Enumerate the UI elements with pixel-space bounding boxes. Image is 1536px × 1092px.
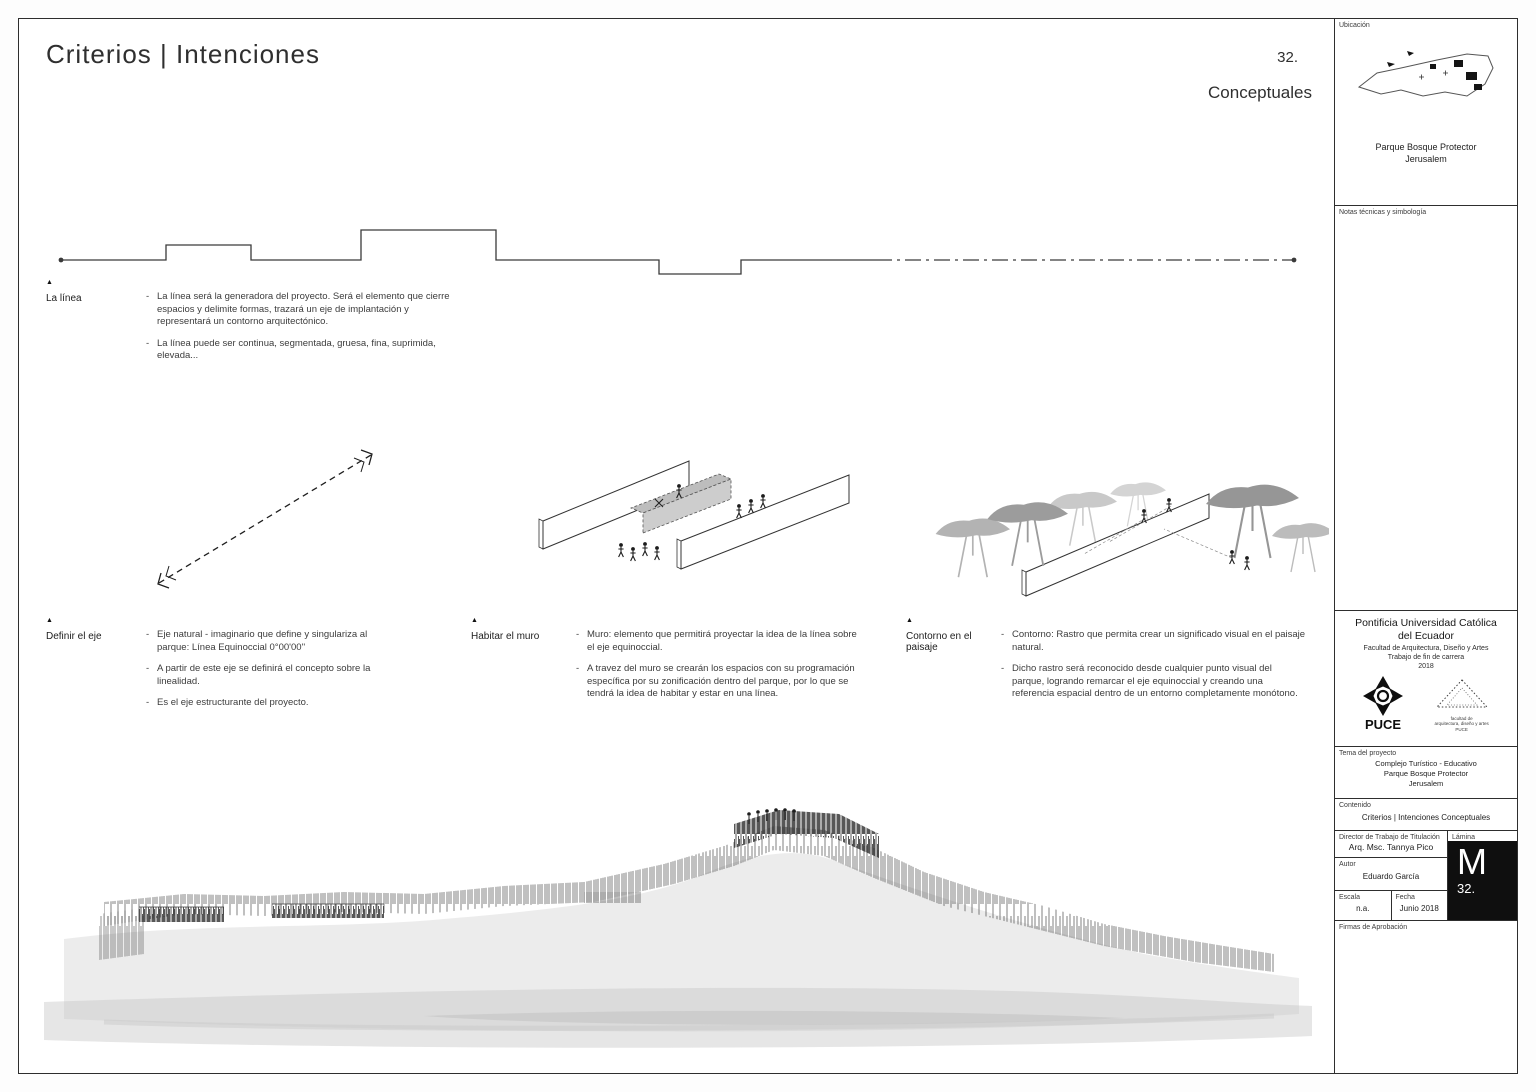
fecha-label: Fecha xyxy=(1395,894,1415,901)
section-label-definir-eje: Definir el eje xyxy=(46,631,102,642)
site-profile-line-drawing xyxy=(58,229,1297,275)
escala-cell: Escala n.a. xyxy=(1335,891,1392,920)
section-marker-icon: ▲ xyxy=(906,617,913,624)
location-map xyxy=(1357,51,1494,97)
section-label-contorno: Contorno en el paisaje xyxy=(906,631,972,653)
degree-work: Trabajo de fin de carrera xyxy=(1387,654,1465,662)
escala-fecha-row: Escala n.a. Fecha Junio 2018 xyxy=(1335,891,1447,920)
ubicacion-section: Ubicación Parque Bosque Protector Jerusa… xyxy=(1335,19,1517,206)
sheet-letter: M xyxy=(1457,841,1487,882)
page-subtitle: Conceptuales xyxy=(1208,83,1312,102)
escala-value: n.a. xyxy=(1356,904,1370,913)
director-name: Arq. Msc. Tannya Pico xyxy=(1348,842,1434,852)
faculty-logo-caption: facultad de arquitectura, diseño y artes… xyxy=(1434,716,1489,732)
logos-row: PUCE facultad de arquitectura, diseño y … xyxy=(1335,674,1517,732)
contorno-bullets: Contorno: Rastro que permita crear un si… xyxy=(1001,629,1306,701)
bullet-item: A travez del muro se crearán los espacio… xyxy=(576,663,861,701)
contenido-label: Contenido xyxy=(1339,802,1371,809)
inhabit-wall-diagram xyxy=(538,460,850,570)
bullet-item: Eje natural - imaginario que define y si… xyxy=(146,629,386,654)
definir-eje-bullets: Eje natural - imaginario que define y si… xyxy=(146,629,386,710)
firmas-section: Firmas de Aprobación xyxy=(1335,921,1517,1073)
ubicacion-label: Ubicación xyxy=(1339,22,1370,29)
autor-cell: Autor Eduardo García xyxy=(1335,858,1447,891)
credits-left-column: Director de Trabajo de Titulación Arq. M… xyxy=(1335,831,1448,920)
la-linea-bullets: La línea será la generadora del proyecto… xyxy=(146,291,464,363)
bullet-item: A partir de este eje se definirá el conc… xyxy=(146,663,386,688)
sheet-number-small: 32. xyxy=(1457,881,1476,896)
fecha-value: Junio 2018 xyxy=(1399,904,1439,913)
tema-section: Tema del proyecto Complejo Turístico - E… xyxy=(1335,747,1517,799)
notas-section: Notas técnicas y simbología xyxy=(1335,206,1517,611)
page-title: Criterios | Intenciones xyxy=(46,39,320,69)
director-cell: Director de Trabajo de Titulación Arq. M… xyxy=(1335,831,1447,858)
sheet-code-box: M 32. xyxy=(1448,841,1517,920)
notas-label: Notas técnicas y simbología xyxy=(1339,209,1427,216)
ridge-figures xyxy=(747,808,796,824)
section-marker-icon: ▲ xyxy=(471,617,478,624)
faculty-logo-icon xyxy=(1435,679,1488,708)
lamina-column: Lámina M 32. xyxy=(1448,831,1517,920)
university-section: Pontificia Universidad Católica del Ecua… xyxy=(1335,611,1517,747)
location-caption: Parque Bosque Protector Jerusalem xyxy=(1375,142,1477,164)
escala-label: Escala xyxy=(1339,894,1361,901)
director-label: Director de Trabajo de Titulación xyxy=(1339,834,1440,841)
university-name: Pontificia Universidad Católica del Ecua… xyxy=(1355,617,1497,642)
bullet-item: Es el eje estructurante del proyecto. xyxy=(146,697,386,710)
contenido-text: Criterios | Intenciones Conceptuales xyxy=(1361,813,1491,822)
equinoctial-axis-diagram xyxy=(157,449,373,589)
bullet-item: Dicho rastro será reconocido desde cualq… xyxy=(1001,663,1306,701)
lamina-label: Lámina xyxy=(1452,834,1475,841)
section-label-la-linea: La línea xyxy=(46,293,82,304)
section-label-habitar-muro: Habitar el muro xyxy=(471,631,540,642)
bullet-item: Contorno: Rastro que permita crear un si… xyxy=(1001,629,1306,654)
main-panel: Criterios | Intenciones 32. Conceptuales… xyxy=(18,18,1335,1074)
contenido-section: Contenido Criterios | Intenciones Concep… xyxy=(1335,799,1517,831)
year: 2018 xyxy=(1418,663,1434,671)
faculty-name: Facultad de Arquitectura, Diseño y Artes xyxy=(1363,645,1489,653)
section-marker-icon: ▲ xyxy=(46,279,53,286)
autor-name: Eduardo García xyxy=(1362,872,1420,881)
habitar-muro-bullets: Muro: elemento que permitirá proyectar l… xyxy=(576,629,861,701)
contour-landscape-diagram xyxy=(934,481,1329,597)
puce-logo: PUCE xyxy=(1363,676,1404,732)
landscape-sketch xyxy=(44,808,1312,1048)
title-block-sidebar: Ubicación Parque Bosque Protector Jerusa… xyxy=(1334,18,1518,1074)
puce-logo-text: PUCE xyxy=(1365,717,1401,732)
bullet-item: La línea puede ser continua, segmentada,… xyxy=(146,338,464,363)
sheet-number: 32. xyxy=(1277,49,1298,66)
tema-text: Complejo Turístico - Educativo Parque Bo… xyxy=(1375,759,1477,789)
section-marker-icon: ▲ xyxy=(46,617,53,624)
bullet-item: La línea será la generadora del proyecto… xyxy=(146,291,464,329)
fecha-cell: Fecha Junio 2018 xyxy=(1392,891,1448,920)
autor-label: Autor xyxy=(1339,861,1356,868)
tema-label: Tema del proyecto xyxy=(1339,750,1397,757)
bullet-item: Muro: elemento que permitirá proyectar l… xyxy=(576,629,861,654)
faculty-logo: facultad de arquitectura, diseño y artes… xyxy=(1432,678,1492,732)
firmas-label: Firmas de Aprobación xyxy=(1339,924,1408,931)
credits-row: Director de Trabajo de Titulación Arq. M… xyxy=(1335,831,1517,921)
